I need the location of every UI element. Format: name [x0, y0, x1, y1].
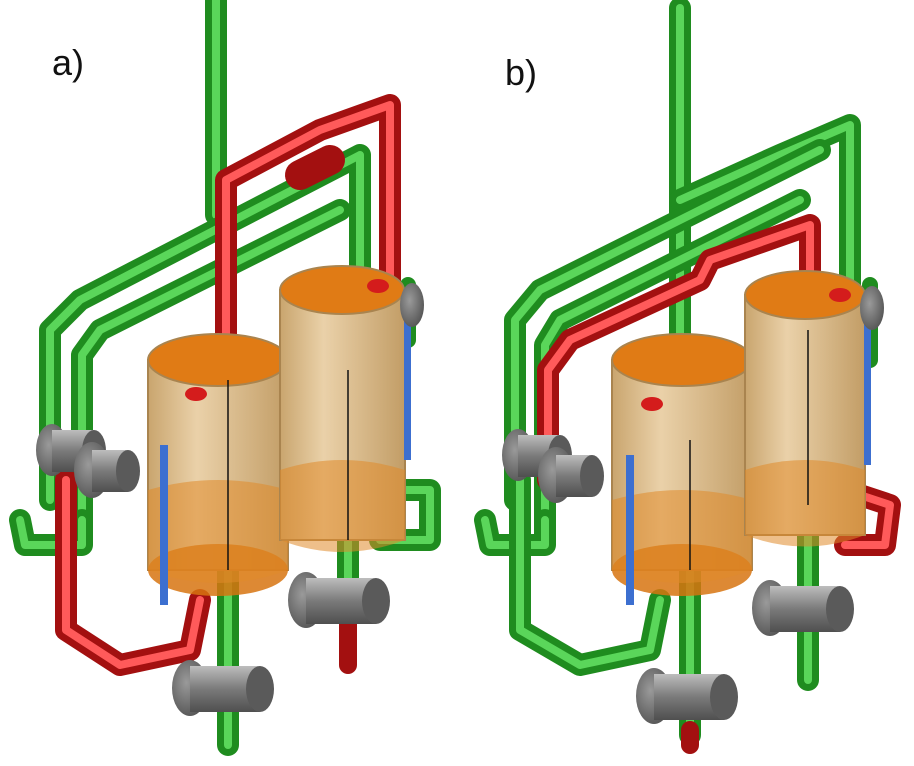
vessel-right: [279, 265, 411, 552]
sight-glass: [626, 455, 634, 605]
vessel-right: [744, 270, 871, 547]
panel-b: [474, 0, 901, 754]
panel-a: [9, 0, 441, 756]
panel-label-b: b): [505, 52, 538, 93]
valve: [172, 660, 274, 716]
panel-label-a: a): [52, 42, 85, 83]
valve: [288, 572, 390, 628]
sight-glass: [864, 315, 871, 465]
sight-glass: [160, 445, 168, 605]
valve: [538, 447, 604, 503]
valve: [74, 442, 140, 498]
valve: [752, 580, 854, 636]
valve: [636, 668, 738, 724]
red-pipe: [55, 94, 401, 676]
vessel-left: [611, 333, 753, 605]
red-pipe: [537, 214, 901, 754]
sight-glass: [404, 310, 411, 460]
valve: [400, 283, 424, 327]
vessel-left: [147, 333, 289, 605]
valve: [860, 286, 884, 330]
